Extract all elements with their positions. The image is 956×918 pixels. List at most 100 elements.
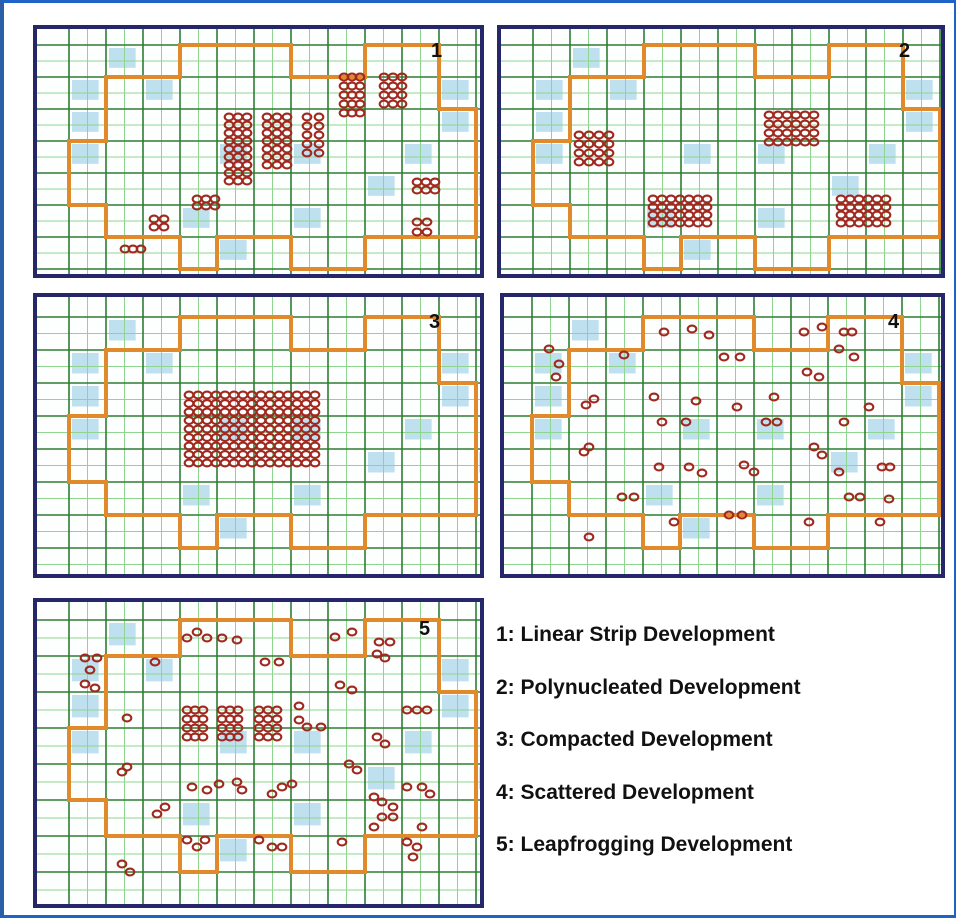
development-circle [799,119,811,129]
water-patch [72,112,99,132]
development-circle [309,433,321,442]
water-patch [536,112,563,132]
development-circle [135,244,147,254]
development-circle [301,148,313,158]
development-circle [790,137,802,147]
development-circle [593,139,605,149]
development-circle [210,390,222,400]
city-boundary [530,315,941,550]
development-circle [401,782,413,792]
development-circle [334,680,346,690]
development-circle [201,399,213,408]
development-circle [853,218,865,228]
development-circle [315,722,327,732]
development-circle [273,441,285,451]
development-circle [232,176,244,186]
development-circle [271,705,283,715]
development-circle [808,119,820,129]
water-patch [72,386,99,407]
panel-2-map [501,29,941,274]
water-patch [684,240,711,260]
water-patch [109,48,136,68]
development-circle [411,227,423,237]
development-circle [219,399,231,408]
development-circle [199,835,211,845]
development-circle [219,441,231,451]
development-circle [261,128,273,138]
development-circle [550,372,562,382]
water-patch [442,386,469,407]
development [573,110,892,228]
development-circle [241,120,253,130]
water-patch [442,80,469,100]
development-circle [583,148,595,158]
panel-3-map [37,297,480,574]
development-circle [309,424,321,434]
development-circle [183,424,195,434]
subgrid [37,602,480,904]
development-circle [833,344,845,354]
development-circle [309,441,321,451]
development-circle [201,785,213,795]
development-circle [89,683,101,693]
development-circle [616,492,628,502]
development-circle [264,441,276,451]
development-circle [183,399,195,408]
development-circle [718,352,730,362]
development-circle [692,218,704,228]
water-patch [609,353,636,374]
development-circle [387,812,399,822]
development-circle [683,202,695,212]
development-circle [281,136,293,146]
development-circle [210,399,222,408]
development-circle [313,121,325,131]
development-circle [593,130,605,140]
water-patch [220,240,247,260]
water-patch [294,208,321,228]
development-circle [228,450,240,459]
development-circle [183,407,195,417]
development-circle [871,210,883,220]
panel-2-polynucleated: 2 [497,25,945,278]
water-patch [72,695,99,718]
development-circle [658,327,670,337]
development-circle [201,424,213,434]
development-circle [835,194,847,204]
development-circle [237,390,249,400]
development-circle [124,867,136,877]
development-circle [763,119,775,129]
development-circle [264,407,276,417]
development-circle [854,492,866,502]
development-circle [271,160,283,170]
development-circle [848,352,860,362]
water-patch [220,419,247,440]
panel-number: 5 [419,618,431,640]
development-circle [213,779,225,789]
water-patch [183,208,210,228]
water-patch [294,485,321,506]
development-circle [583,157,595,167]
development-circle [183,433,195,442]
development-circle [808,137,820,147]
development-circle [223,160,235,170]
water-patch [146,80,173,100]
development-circle [186,782,198,792]
water-patch [72,80,99,100]
development-circle [844,210,856,220]
water-patch [479,176,480,196]
city-boundary [67,43,478,271]
development-circle [273,657,285,667]
water-patch [758,208,785,228]
panel-number: 2 [899,40,911,62]
development-circle [241,160,253,170]
development-circle [241,128,253,138]
development-circle [266,789,278,799]
development-circle [201,390,213,400]
development-circle [588,394,600,404]
development-circle [241,144,253,154]
water-patch [572,320,599,341]
development-circle [228,390,240,400]
water-patches [536,48,933,260]
development-circle [772,119,784,129]
development-circle [246,450,258,459]
